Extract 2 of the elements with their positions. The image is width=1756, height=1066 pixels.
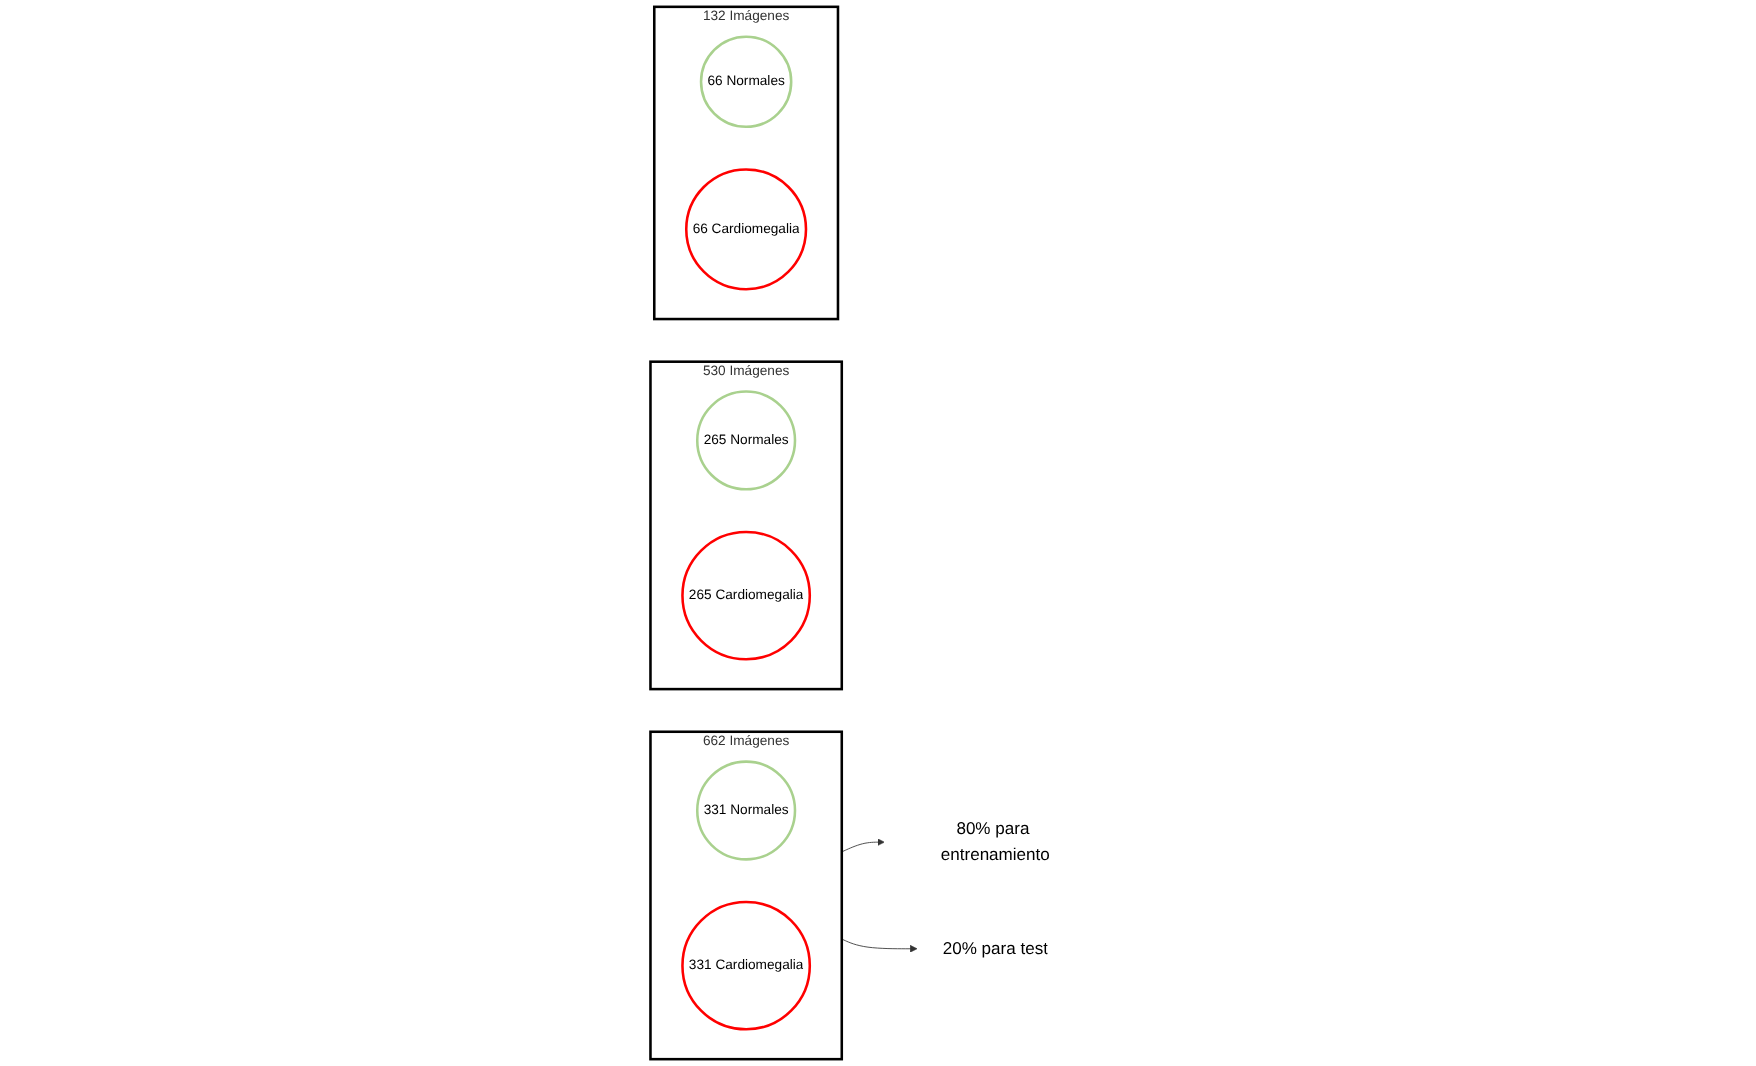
node-text: 20% para test [942,939,1048,959]
node-text: 80% para entrenamiento [940,819,1050,865]
